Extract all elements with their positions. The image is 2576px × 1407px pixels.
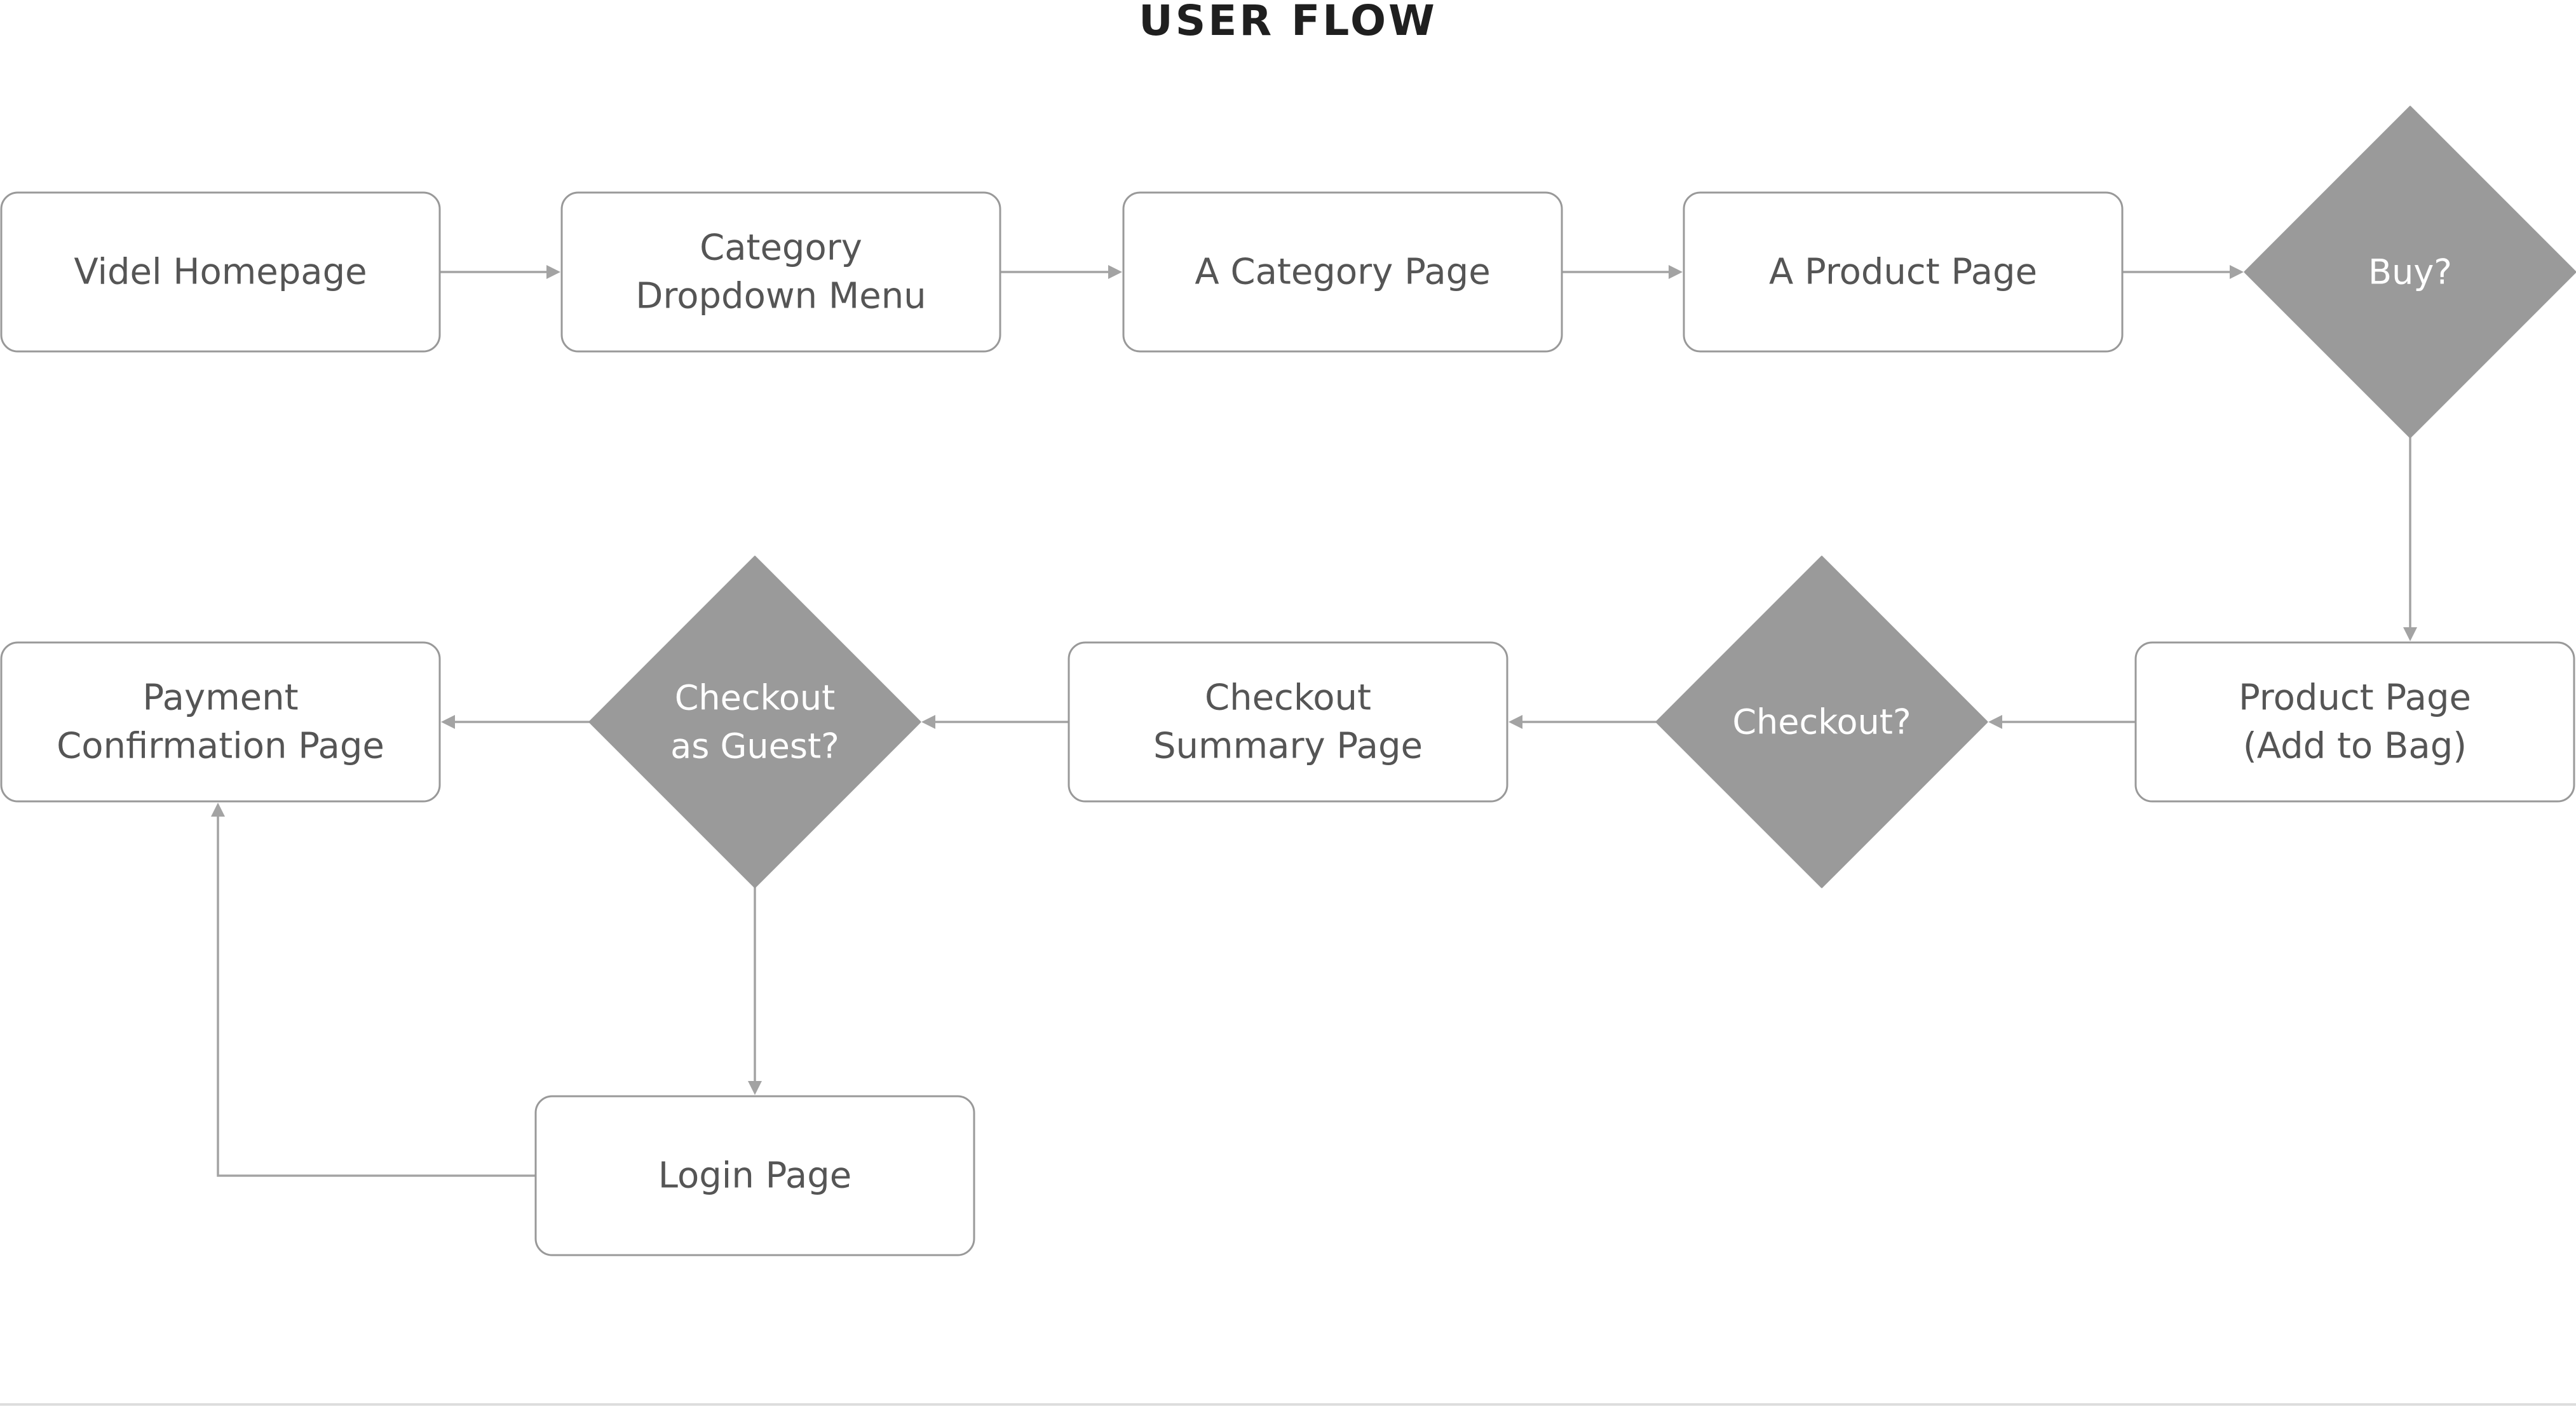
node-product-add-to-bag: Product Page (Add to Bag) [2134, 641, 2575, 803]
edge-login-page-to-payment-confirmation [211, 803, 536, 1177]
node-product-page: A Product Page [1683, 191, 2124, 353]
process-box [2134, 641, 2575, 803]
node-label: Category [700, 228, 862, 269]
node-label: Checkout? [1732, 702, 1911, 742]
node-label: Checkout [1205, 677, 1371, 719]
node-label: Product Page [2239, 677, 2471, 719]
diagram-title: USER FLOW [1139, 0, 1437, 45]
arrowhead [748, 1081, 762, 1095]
process-box [0, 641, 441, 803]
arrowhead [2403, 627, 2417, 641]
node-buy: Buy? [2244, 105, 2576, 438]
decision-diamond [2244, 105, 2576, 438]
node-label: as Guest? [670, 726, 839, 766]
process-box [1068, 641, 1508, 803]
edge-category-dropdown-to-category-page [1000, 265, 1122, 279]
edge-checkout-as-guest-to-login-page [748, 887, 762, 1095]
connector-line [217, 817, 536, 1177]
edge-product-page-to-buy [2122, 265, 2244, 279]
arrowhead [441, 715, 455, 729]
process-box [1683, 191, 2124, 353]
edge-checkout-summary-to-checkout-as-guest [921, 715, 1069, 729]
node-label: Confirmation Page [57, 726, 384, 767]
node-label: Summary Page [1153, 726, 1423, 767]
node-label: Checkout [675, 678, 836, 718]
node-label: Videl Homepage [74, 252, 367, 293]
edge-buy-to-product-add-to-bag [2403, 437, 2417, 641]
process-box [534, 1095, 975, 1256]
node-checkout-as-guest: Checkout as Guest? [588, 555, 921, 888]
node-label: A Category Page [1195, 252, 1490, 293]
arrowhead [2230, 265, 2244, 279]
edge-checkout-as-guest-to-payment-confirmation [441, 715, 590, 729]
arrowhead [1669, 265, 1683, 279]
edge-homepage-to-category-dropdown [440, 265, 560, 279]
process-box [560, 191, 1001, 353]
node-label: Payment [142, 677, 298, 719]
node-checkout: Checkout? [1655, 555, 1988, 888]
arrowhead [921, 715, 935, 729]
arrowhead [211, 803, 225, 817]
node-homepage: Videl Homepage [0, 191, 441, 353]
node-label: Dropdown Menu [635, 276, 926, 317]
edge-checkout-to-checkout-summary [1508, 715, 1657, 729]
process-box [1122, 191, 1563, 353]
arrowhead [1108, 265, 1122, 279]
node-label: Buy? [2368, 252, 2452, 292]
arrowhead [1988, 715, 2002, 729]
node-label: A Product Page [1769, 252, 2037, 293]
node-label: (Add to Bag) [2243, 726, 2467, 767]
process-box [0, 191, 441, 353]
node-login-page: Login Page [534, 1095, 975, 1256]
decision-diamond [1655, 555, 1988, 888]
node-category-page: A Category Page [1122, 191, 1563, 353]
edge-category-page-to-product-page [1562, 265, 1683, 279]
arrowhead [1508, 715, 1522, 729]
edge-product-add-to-bag-to-checkout [1988, 715, 2136, 729]
decision-diamond [588, 555, 921, 888]
arrowhead [546, 265, 560, 279]
node-label: Login Page [658, 1155, 851, 1197]
connectors [211, 265, 2417, 1177]
